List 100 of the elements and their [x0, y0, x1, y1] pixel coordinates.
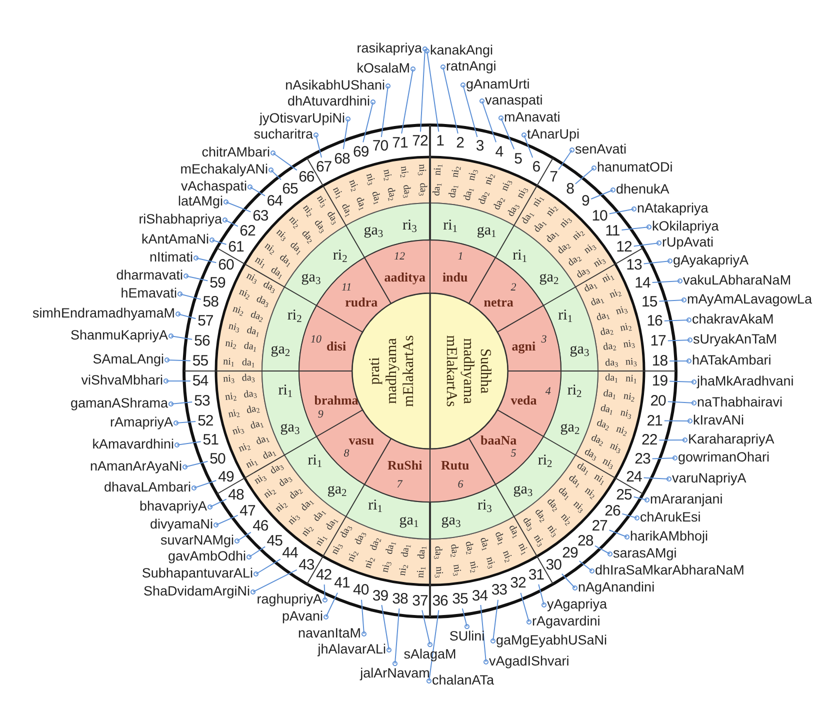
raga-name: chalanATa	[432, 674, 494, 688]
swara-label: ri$_{3}$	[477, 498, 492, 514]
raga-name: nAtakapriya	[637, 202, 708, 216]
raga-name: dhAtuvardhini	[287, 94, 370, 110]
leader-line	[424, 48, 440, 132]
leader-line	[522, 132, 534, 158]
leader-line	[594, 545, 612, 556]
raga-number: 36	[432, 593, 448, 608]
leader-line	[164, 358, 191, 362]
leader-line	[234, 532, 252, 544]
chakra-number: 4	[545, 386, 551, 398]
leader-line	[168, 334, 193, 340]
raga-number: 71	[392, 135, 408, 150]
swara-label: ri$_{1}$	[512, 248, 528, 264]
leader-line	[667, 400, 696, 406]
raga-name: mAraranjani	[650, 492, 723, 508]
raga-name: nItimati	[149, 250, 193, 266]
chakra-number: 7	[396, 479, 402, 490]
raga-name: jyOtisvarUpiNi	[259, 112, 345, 126]
raga-name: kOkilapriya	[652, 220, 719, 234]
leader-line	[643, 476, 672, 482]
raga-name: chitrAMbari	[202, 146, 270, 160]
raga-number: 72	[412, 134, 428, 149]
raga-number: 47	[240, 504, 256, 518]
raga-number: 66	[298, 170, 314, 185]
swara-label: ga$_{2}$	[560, 420, 580, 436]
leader-line	[361, 599, 366, 636]
leader-line	[480, 604, 488, 664]
raga-name: jalArNavam	[360, 666, 430, 682]
raga-number: 62	[240, 223, 256, 238]
raga-number: 48	[228, 487, 244, 502]
leader-line	[270, 150, 298, 171]
leader-line	[324, 592, 338, 620]
chakra-name: indu	[442, 270, 468, 284]
raga-number: 30	[546, 557, 562, 572]
leader-line	[174, 420, 196, 426]
leader-line	[633, 240, 662, 247]
swara-pair-label: ni$_{1}$ da$_{1}$	[223, 356, 256, 368]
raga-name: mEchakalyANi	[180, 162, 268, 178]
raga-name: senAvati	[575, 142, 627, 158]
leader-line	[178, 292, 202, 300]
leader-line	[401, 66, 416, 134]
raga-name: simhEndramadhyamaM	[32, 306, 175, 322]
swara-label: ri$_{2}$	[567, 384, 582, 399]
leader-line	[168, 402, 193, 406]
raga-number: 11	[605, 223, 620, 238]
leader-line	[664, 418, 692, 424]
raga-name: vakuLAbharaNaM	[683, 274, 792, 288]
raga-name: viShvaMbhari	[81, 374, 163, 388]
leader-line	[498, 116, 515, 150]
swara-label: ga$_{1}$	[476, 223, 496, 238]
raga-number: 40	[352, 582, 369, 598]
raga-number: 3	[476, 138, 484, 154]
raga-number: 32	[510, 576, 526, 591]
raga-number: 61	[228, 240, 244, 255]
swara-label: ri$_{1}$	[308, 453, 322, 468]
swara-label: ga$_{3}$	[570, 342, 590, 358]
raga-number: 35	[452, 592, 468, 607]
raga-name: dhenukA	[616, 182, 670, 198]
raga-number: 65	[282, 181, 298, 196]
raga-number: 6	[532, 159, 540, 174]
raga-name: kIravANi	[693, 414, 744, 428]
swara-label: ga$_{3}$	[280, 420, 300, 436]
raga-name: kAntAmaNi	[141, 232, 209, 248]
leader-line	[422, 610, 432, 648]
swara-label: ri$_{1}$	[278, 384, 293, 399]
raga-number: 38	[392, 592, 408, 607]
raga-name: divyamaNi	[150, 518, 213, 532]
leader-line	[184, 274, 208, 282]
raga-name: SubhapantuvarALi	[142, 566, 253, 582]
raga-number: 68	[334, 151, 350, 166]
raga-number: 50	[210, 452, 226, 467]
swara-label: ri$_{1}$	[443, 218, 458, 234]
raga-number: 43	[298, 557, 314, 572]
raga-number: 22	[642, 432, 658, 448]
raga-number: 33	[491, 582, 507, 598]
leader-line	[214, 514, 238, 528]
swara-pair-label: da$_{1}$ ni$_{2}$	[602, 388, 636, 403]
raga-number: 57	[198, 314, 214, 329]
chakra-name: vasu	[348, 433, 374, 446]
center-title: prati madhyama mElakartAs	[366, 334, 418, 409]
raga-name: pAvani	[282, 610, 323, 624]
raga-name: SAmaLAngi	[92, 352, 164, 368]
raga-name: ShaDvidamArgiNi	[143, 584, 250, 600]
swara-pair-label: da$_{1}$ ni$_{1}$	[604, 374, 637, 386]
raga-name: jhaMkAradhvani	[697, 374, 794, 390]
raga-number: 39	[372, 588, 388, 604]
leader-line	[590, 188, 616, 200]
leader-line	[248, 184, 266, 196]
raga-number: 31	[528, 568, 544, 582]
chakra-number: 11	[341, 282, 352, 294]
leader-line	[192, 480, 217, 490]
raga-number: 4	[495, 144, 504, 160]
raga-name: nAgAnandini	[578, 580, 655, 596]
raga-number: 49	[218, 470, 234, 485]
leader-line	[574, 166, 596, 184]
leader-line	[246, 546, 266, 560]
raga-number: 9	[581, 194, 590, 209]
swara-pair-label: ni$_{3}$ da$_{1}$	[226, 321, 260, 338]
raga-number: 64	[266, 194, 282, 209]
